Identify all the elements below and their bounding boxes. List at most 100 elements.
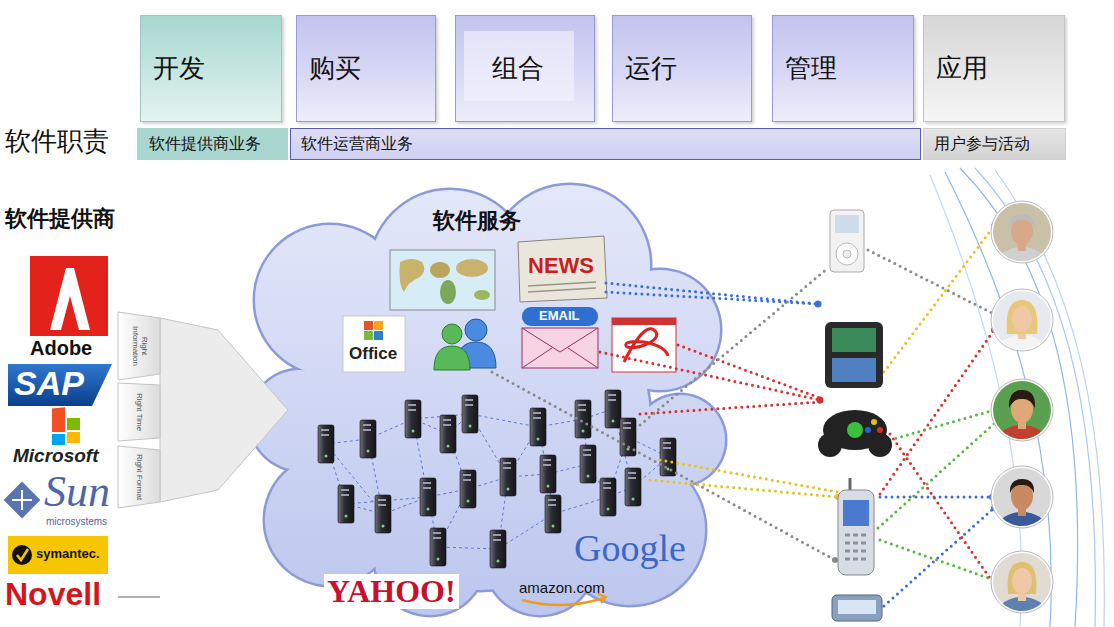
- world-map-icon: [440, 280, 456, 304]
- server-tower: [605, 390, 621, 428]
- game-controller: [877, 427, 883, 433]
- delivery-chevron: [118, 312, 288, 508]
- sap-logo: [8, 364, 112, 406]
- game-controller: [818, 433, 842, 457]
- email-icon: [522, 328, 598, 368]
- user-portrait: [1010, 214, 1034, 228]
- logo-text: YAHOO!: [324, 574, 459, 609]
- usage-dot: [815, 223, 998, 587]
- mobile-phone: [838, 478, 874, 575]
- ipod-device: [830, 210, 864, 272]
- symantec-logo: [17, 549, 28, 560]
- newspaper-icon: [518, 236, 607, 302]
- ipod-device: [830, 210, 864, 272]
- role-band: 软件运营商业务: [290, 128, 921, 160]
- symantec-logo: [12, 545, 32, 565]
- role-band: 用户参与活动: [923, 128, 1066, 160]
- stage-box: 应用: [923, 15, 1065, 122]
- world-map-icon: [400, 259, 425, 292]
- office-icon: [343, 316, 405, 372]
- mobile-phone: [845, 535, 867, 559]
- server-tower: [430, 528, 446, 566]
- user-portrait: [998, 512, 1046, 542]
- server-tower: [318, 425, 334, 463]
- cloud-fill: [250, 185, 725, 615]
- stage-label: 组合: [492, 54, 544, 84]
- mobile-phone: [843, 500, 869, 526]
- logo-text: Microsoft: [13, 446, 99, 467]
- stage-box: 开发: [140, 15, 282, 122]
- ipod-device: [835, 215, 859, 233]
- group-heading: 软件提供商: [5, 207, 115, 231]
- stage-label: 开发: [153, 54, 205, 84]
- office-icon: [374, 331, 383, 340]
- server-tower: [460, 470, 476, 508]
- microsoft-flag: [52, 407, 65, 421]
- server-tower: [530, 408, 546, 446]
- newspaper-icon: [528, 282, 596, 292]
- stage-label: 应用: [936, 54, 988, 84]
- microsoft-flag: [52, 407, 80, 445]
- sun-logo: [4, 482, 41, 519]
- sun-logo: [4, 482, 41, 519]
- decorative-swoosh: [930, 168, 1104, 627]
- handheld-console: [825, 322, 883, 388]
- ipod-device: [836, 243, 858, 265]
- chevron-caption: Right Information: [130, 318, 148, 374]
- logo-text: amazon.com: [519, 580, 605, 597]
- stage-label: 购买: [309, 54, 361, 84]
- user-portrait: [1012, 306, 1032, 332]
- handheld-console: [832, 328, 876, 352]
- microsoft-flag: [52, 420, 65, 432]
- messenger-icon: [465, 319, 487, 341]
- microsoft-flag: [52, 434, 65, 445]
- server-tower: [375, 495, 391, 533]
- usage-dot: [815, 301, 822, 308]
- row-heading: 软件职责: [5, 127, 109, 156]
- office-icon: [374, 321, 383, 330]
- microsoft-flag: [67, 432, 80, 443]
- user-portrait: [1010, 479, 1034, 493]
- office-icon: [364, 331, 373, 340]
- pdf-icon: [624, 329, 668, 362]
- office-icon: [364, 321, 373, 330]
- user-portrait: [1007, 300, 1038, 334]
- handheld-console: [832, 358, 876, 382]
- stage-box: 组合: [455, 15, 595, 122]
- novell-rule: [118, 597, 160, 598]
- stage-label: 运行: [625, 54, 677, 84]
- band-label: 软件运营商业务: [301, 135, 413, 153]
- adobe-logo: [50, 268, 90, 330]
- logo-text: Google: [574, 528, 686, 570]
- server-tower: [360, 420, 376, 458]
- decorative-swoosh: [945, 172, 1051, 627]
- cloud-heading: 软件服务: [433, 208, 521, 233]
- decorative-swoosh: [975, 168, 1095, 627]
- pda-device: [832, 595, 882, 621]
- role-band: 软件提供商业务: [137, 128, 288, 160]
- user-portrait: [1008, 562, 1037, 594]
- usage-dot: [832, 557, 838, 563]
- logo-text: Novell: [5, 577, 101, 612]
- delivery-chevron: [118, 383, 160, 441]
- adobe-logo: [30, 256, 108, 336]
- server-tower: [338, 485, 354, 523]
- user-portrait: [992, 552, 1052, 627]
- chevron-caption: Right Time: [135, 387, 144, 437]
- world-map-icon: [474, 290, 490, 300]
- usage-dotted-line: [878, 410, 996, 580]
- user-portrait: [998, 247, 1046, 277]
- usage-dot: [817, 397, 824, 404]
- server-tower: [625, 468, 641, 506]
- server-tower: [660, 438, 676, 476]
- game-controller: [865, 427, 871, 433]
- stage-box: 购买: [296, 15, 436, 122]
- user-portrait: [991, 201, 1053, 627]
- logo-text: SAP: [14, 365, 84, 402]
- chevron-caption: Right Format: [135, 449, 144, 505]
- user-portrait: [1009, 390, 1035, 408]
- world-map-icon: [456, 259, 488, 277]
- logo-text: Sun: [44, 468, 110, 516]
- adobe-logo: [30, 256, 108, 336]
- novell-rule: [118, 596, 160, 598]
